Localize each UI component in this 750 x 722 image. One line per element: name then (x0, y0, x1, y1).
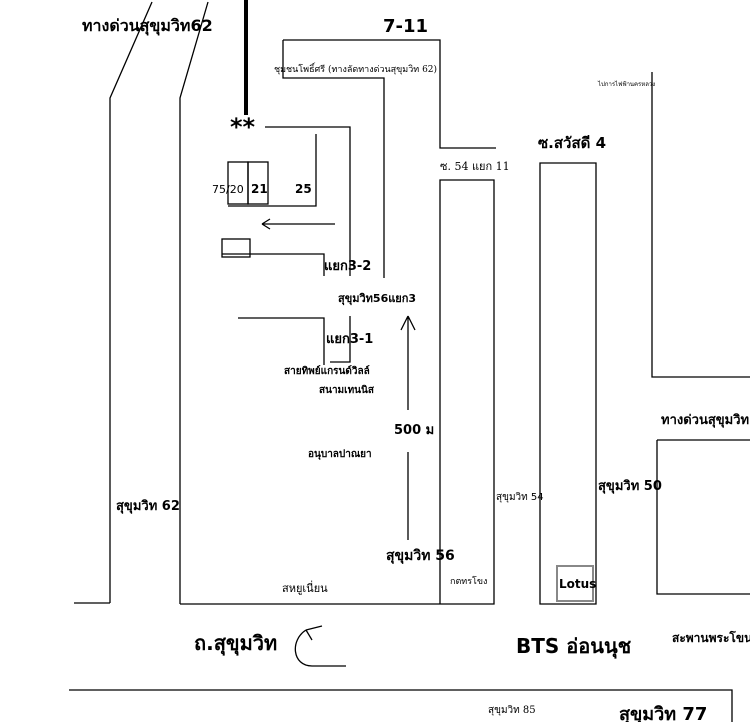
alley-3-2 (222, 253, 325, 276)
road-bottom (69, 689, 733, 722)
label-house-75-20: 75/20 (212, 183, 244, 196)
label-kindergarten: อนุบาลปาณยา (308, 448, 372, 460)
label-sukhumvit85: สุขุมวิท 85 (488, 705, 536, 716)
label-sukhumvit50: สุขุมวิท 50 (598, 479, 662, 494)
label-sukhumvit77: สุขุมวิท 77 (619, 704, 707, 722)
label-saithip: สายทิพย์แกรนด์วิลล์ (284, 365, 370, 377)
label-soi-sawasdee4: ซ.สวัสดี 4 (538, 134, 606, 152)
road-sukhumvit-north-edge (74, 602, 440, 605)
label-stars: ** (230, 113, 256, 141)
label-kokoriang: กตทรโขง (450, 576, 487, 587)
soi3-west (330, 316, 351, 363)
label-house-25: 25 (295, 182, 312, 196)
arrow-to-house (261, 218, 335, 230)
label-soi-pongsiri: ชุมชนโพธิ์ศรี (ทางลัดทางด่วนสุขุมวิท 62) (274, 62, 437, 75)
road-sukhumvit62-west-edge (109, 1, 153, 603)
label-sukhumvit54: สุขุมวิท 54 (496, 492, 544, 503)
distance-arrow (400, 315, 416, 540)
road-sukhumvit62-east-edge (179, 1, 209, 604)
label-soi54-yaek11: ซ. 54 แยก 11 (440, 160, 510, 173)
label-tao-hu-yien: สหยูเนี่ยน (282, 580, 328, 595)
road-sukhumvit50-east (656, 439, 750, 595)
u-turn-arrow (294, 625, 346, 667)
label-sukhumvit62: สุขุมวิท 62 (116, 499, 180, 514)
lotus-building (556, 565, 594, 602)
road-soi56-west-block (282, 40, 385, 278)
label-expressway-sukhumvit62: ทางด่วนสุขุมวิท62 (82, 16, 213, 36)
alley-top (265, 126, 351, 276)
label-sanam-phra-khanong: สะพานพระโขนง (672, 630, 750, 645)
label-bts-onnut: BTS อ่อนนุช (516, 634, 632, 659)
label-thanon-sukhumvit: ถ.สุขุมวิท (194, 631, 277, 656)
label-distance: 500 ม (394, 423, 434, 438)
alley-3-1 (238, 317, 325, 365)
road-sukhumvit50-block (539, 162, 597, 605)
label-sukhumvit56: สุขุมวิท 56 (386, 548, 455, 564)
label-to-power-plant: ไปการไฟฟ้านครหลวง (597, 80, 655, 88)
label-yaek-3-2: แยก3-2 (324, 259, 371, 274)
road-soi56-top-edge (283, 39, 496, 149)
label-tennis: สนามเทนนิส (319, 384, 375, 396)
label-seven-eleven: 7-11 (383, 16, 428, 37)
label-yaek-3-1: แยก3-1 (326, 332, 373, 347)
label-expressway-sukhumvit50: ทางด่วนสุขุมวิท50 (661, 413, 750, 428)
label-house-21: 21 (251, 182, 268, 196)
road-soi56-east-edge (439, 179, 495, 605)
alley-house (228, 134, 317, 207)
road-power-plant (651, 72, 750, 378)
house-block-small (221, 238, 251, 258)
house-block-21 (247, 161, 269, 205)
label-sukhumvit56-yaek3: สุขุมวิท56แยก3 (338, 292, 416, 306)
label-lotus: Lotus (559, 577, 596, 591)
